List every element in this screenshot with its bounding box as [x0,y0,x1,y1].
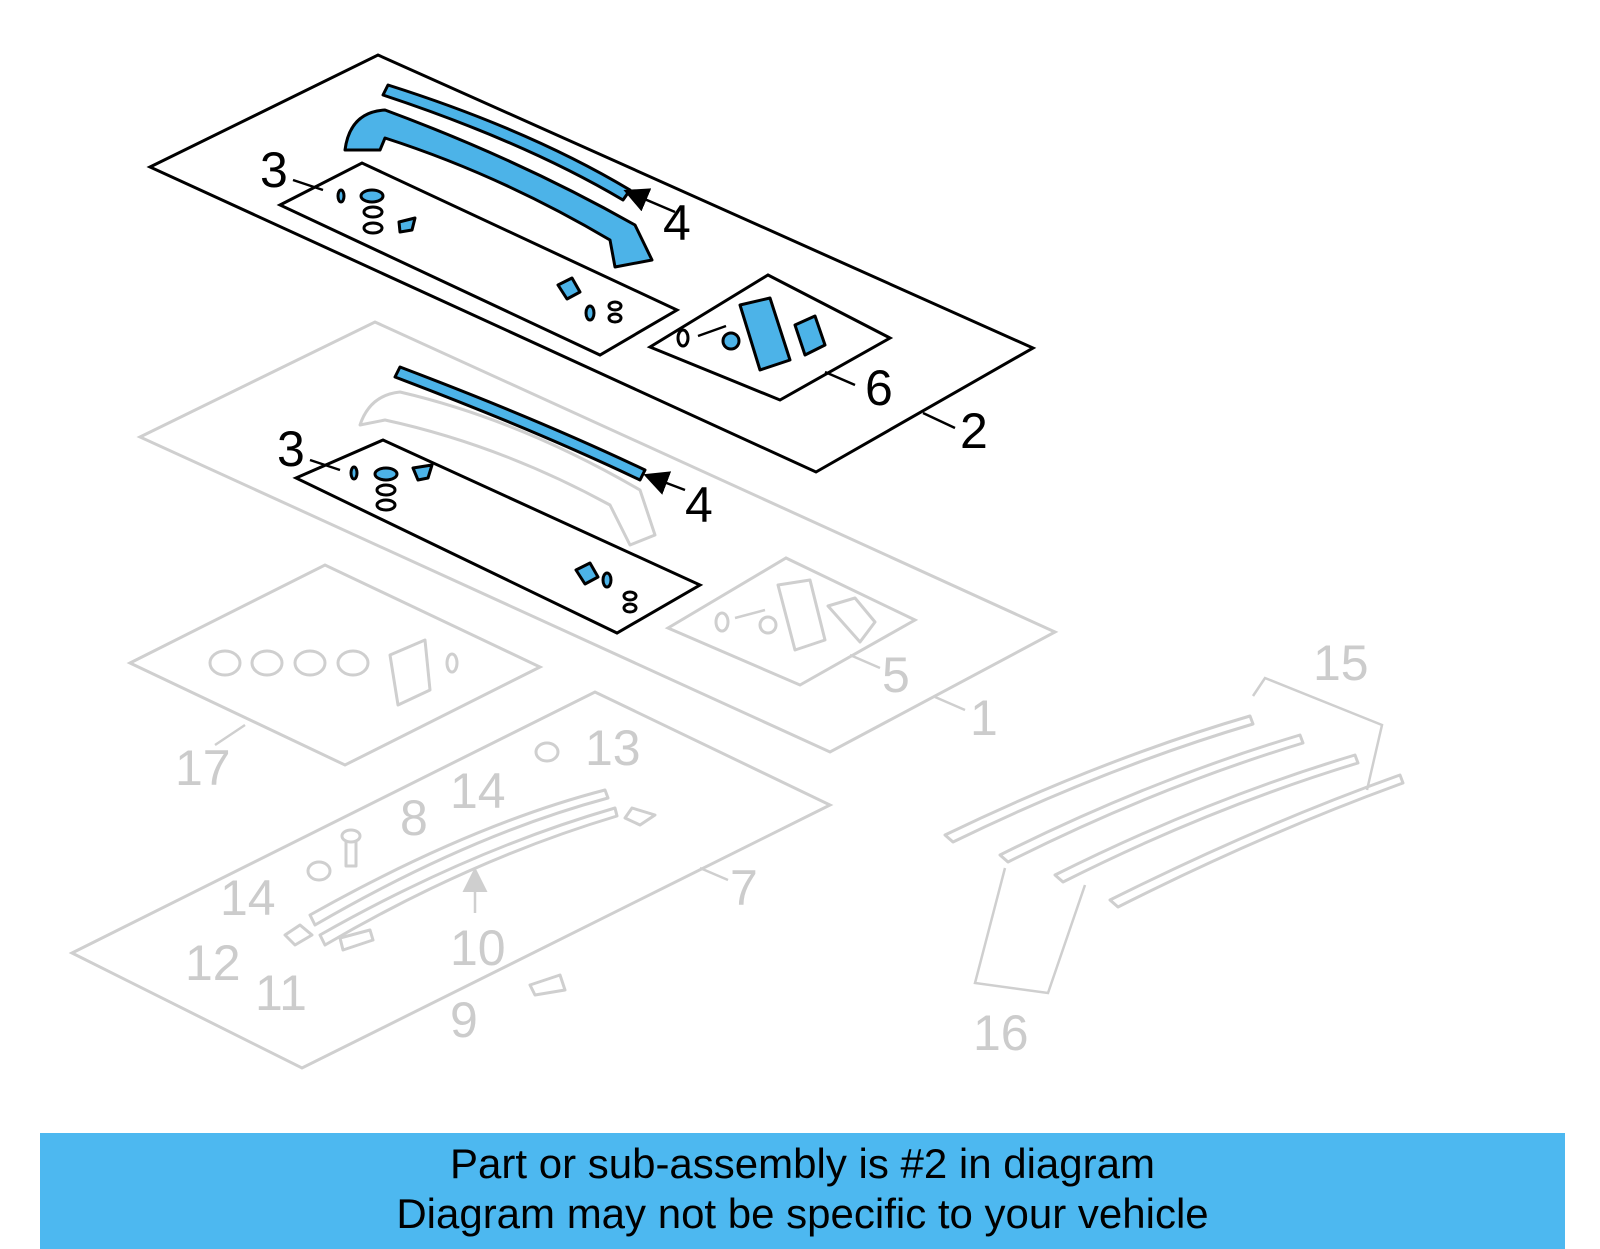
callout-4-lower: 4 [685,477,713,533]
callout-13: 13 [585,720,641,776]
hardware-kit-lower [292,438,704,635]
info-banner: Part or sub-assembly is #2 in diagram Di… [40,1133,1565,1249]
end-cap-kit [676,296,827,372]
callout-1: 1 [970,690,998,746]
callout-8: 8 [400,790,428,846]
callout-3-upper: 3 [260,142,288,198]
callout-6: 6 [865,360,893,416]
callout-15: 15 [1313,635,1369,691]
banner-line-2: Diagram may not be specific to your vehi… [396,1190,1209,1237]
callout-12: 12 [185,935,241,991]
callout-14-upper: 14 [450,763,506,819]
assembly-17 [126,563,544,767]
callout-17: 17 [175,740,231,796]
callout-11: 11 [255,965,307,1021]
callout-9: 9 [450,992,478,1048]
banner-line-1: Part or sub-assembly is #2 in diagram [450,1140,1155,1187]
hardware-kit-upper [336,188,623,324]
lower-rail-molding [393,365,647,482]
upper-rail-molding [381,83,632,202]
callout-2: 2 [960,403,988,459]
callout-14-lower: 14 [220,870,276,926]
assembly-15-16 [943,676,1405,995]
assembly-2 [146,53,1037,474]
callout-10: 10 [450,920,506,976]
roof-rail [343,108,654,269]
callout-7: 7 [730,860,758,916]
lead-1 [849,653,966,712]
callout-16: 16 [973,1005,1029,1061]
callout-5: 5 [882,647,910,703]
assembly-7 [68,690,834,1070]
ghost-roof-rail [358,390,657,547]
ghost-end-cap-parts [714,578,877,652]
callout-4-upper: 4 [663,195,691,251]
callout-3-lower: 3 [277,421,305,477]
